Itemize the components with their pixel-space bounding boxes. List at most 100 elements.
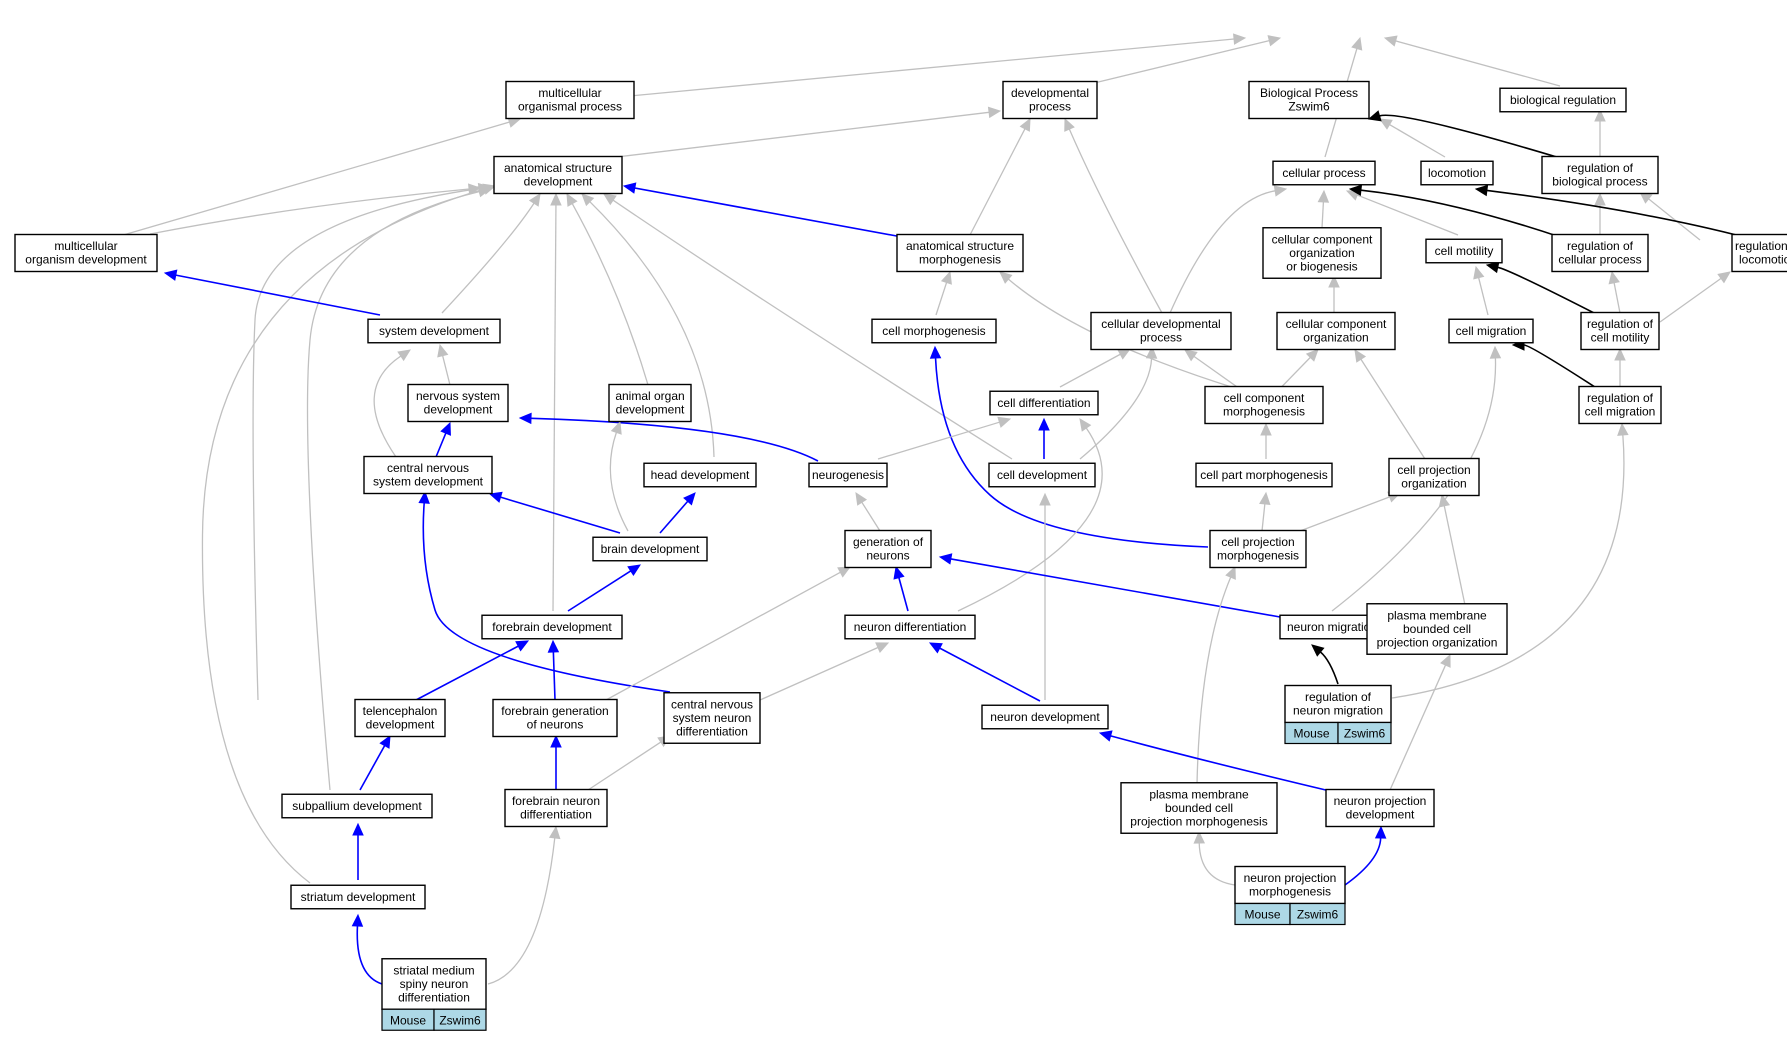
- edge-spd-to-td: [359, 734, 391, 791]
- edge-line: [1089, 39, 1270, 85]
- edge-arrowhead: [1193, 830, 1206, 844]
- term-label-line: projection morphogenesis: [1130, 814, 1267, 828]
- species-label: Mouse: [390, 1013, 426, 1027]
- edge-nsd-to-sd: [437, 343, 451, 386]
- edge-arrowhead: [1617, 422, 1629, 436]
- edge-arrowhead: [379, 734, 391, 749]
- go-term-locomotion[interactable]: locomotion: [1420, 160, 1494, 186]
- go-term-cell-motility[interactable]: cell motility: [1425, 238, 1503, 264]
- go-term-cell-part-morphogenesis[interactable]: cell part morphogenesis: [1195, 462, 1333, 488]
- go-term-neuron-migration[interactable]: neuron migration: [1279, 614, 1385, 640]
- edge-line: [252, 187, 480, 701]
- edge-hd-to-asd: [581, 193, 715, 458]
- edge-line: [422, 502, 671, 693]
- go-term-neurogenesis[interactable]: neurogenesis: [808, 462, 888, 488]
- edge-arrowhead: [938, 553, 953, 565]
- term-label-line: cell projection: [1221, 535, 1294, 549]
- edge-rcmot-to-cmot: [1485, 261, 1599, 316]
- go-term-neuron-development[interactable]: neuron development: [981, 704, 1109, 730]
- edge-rcp-to-rbp: [1594, 192, 1606, 234]
- go-term-head-development[interactable]: head development: [643, 462, 757, 488]
- edge-std-to-spd: [352, 822, 364, 880]
- term-label-line: forebrain neuron: [512, 794, 600, 808]
- go-term-forebrain-development[interactable]: forebrain development: [481, 614, 623, 640]
- edge-line: [1379, 114, 1561, 159]
- edge-td-to-fd: [415, 640, 530, 701]
- go-term-brain-development[interactable]: brain development: [592, 536, 708, 562]
- term-label-line: plasma membrane: [1387, 608, 1487, 622]
- go-term-cell-development[interactable]: cell development: [988, 462, 1096, 488]
- edge-arrowhead: [999, 271, 1013, 284]
- edge-arrowhead: [1351, 36, 1363, 51]
- edge-pmbcpm-to-cprojm: [1196, 565, 1236, 785]
- edge-line: [1198, 842, 1236, 886]
- edge-cprojm-to-cm: [929, 345, 1209, 548]
- edge-line: [571, 203, 649, 386]
- edge-rcmot-to-rloc: [1659, 271, 1731, 323]
- term-label-line: development: [616, 403, 685, 417]
- edge-arrowhead: [1594, 192, 1606, 206]
- go-term-subpallium-development[interactable]: subpallium development: [281, 793, 433, 819]
- go-term-biological-regulation[interactable]: biological regulation: [1499, 87, 1627, 113]
- term-box: [1499, 87, 1627, 113]
- edge-line: [1196, 576, 1232, 785]
- term-box: [663, 692, 761, 744]
- edge-arrowhead: [987, 106, 1002, 119]
- edge-arrowhead: [1117, 348, 1132, 360]
- edge-cdev-to-cdp: [1079, 345, 1158, 460]
- edge-line: [175, 274, 381, 316]
- term-label-line: morphogenesis: [1223, 405, 1305, 419]
- edge-line: [442, 355, 451, 386]
- edge-ccm-to-cdp: [1184, 349, 1241, 390]
- edge-cdev-to-asd: [603, 193, 1013, 460]
- term-box: [407, 383, 509, 423]
- go-term-regulation-of-locomotion[interactable]: regulation oflocomotion: [1731, 233, 1787, 273]
- edge-line: [861, 501, 881, 532]
- edge-fgn-to-gon: [605, 566, 852, 701]
- go-term-cell-migration[interactable]: cell migration: [1448, 318, 1534, 344]
- term-label-line: spiny neuron: [400, 977, 469, 991]
- go-term-cell-differentiation[interactable]: cell differentiation: [989, 390, 1099, 416]
- edge-arrowhead: [1225, 565, 1236, 580]
- go-term-system-development[interactable]: system development: [367, 318, 501, 344]
- edge-ndev-to-cdev: [1039, 492, 1051, 700]
- edge-line: [487, 837, 556, 985]
- go-term-neuron-differentiation[interactable]: neuron differentiation: [844, 614, 976, 640]
- go-term-striatum-development[interactable]: striatum development: [290, 884, 426, 910]
- go-term-cell-morphogenesis[interactable]: cell morphogenesis: [871, 318, 997, 344]
- term-box: [281, 793, 433, 819]
- edge-loc-to-bp: [1378, 118, 1446, 158]
- go-term-cellular-process[interactable]: cellular process: [1272, 160, 1376, 186]
